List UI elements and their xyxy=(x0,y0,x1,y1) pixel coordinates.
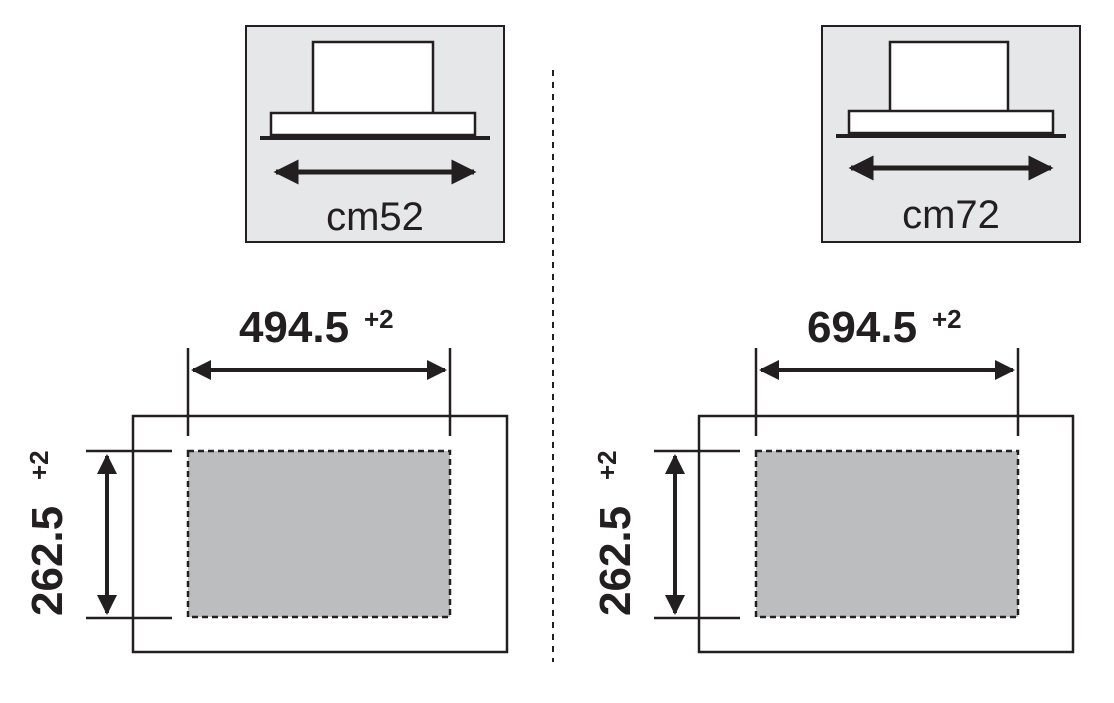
width-value: 694.5 xyxy=(807,303,917,352)
hood-icon-panel-left: cm52 xyxy=(245,25,505,243)
variant-right: cm72 694.5 +2 262.5 +2 xyxy=(591,25,1081,654)
model-label: cm52 xyxy=(326,195,424,239)
width-tolerance: +2 xyxy=(932,304,962,334)
cutout-drawing-right: 694.5 +2 262.5 +2 xyxy=(591,303,1075,654)
height-tolerance: +2 xyxy=(24,450,54,480)
width-dimension-label: 494.5 xyxy=(239,303,349,352)
range-hood-icon xyxy=(260,40,490,140)
width-dimension-label: 694.5 xyxy=(807,303,917,352)
width-value: 494.5 xyxy=(239,303,349,352)
variant-left: cm52 494.5 +2 262.5 +2 xyxy=(23,25,509,654)
width-tolerance: +2 xyxy=(364,304,394,334)
cutout-area xyxy=(186,449,452,619)
cutout-area xyxy=(754,449,1020,619)
cutout-drawing-left: 494.5 +2 262.5 +2 xyxy=(23,303,509,654)
height-value: 262.5 xyxy=(23,506,72,616)
hood-icon-panel-right: cm72 xyxy=(821,25,1081,243)
model-label: cm72 xyxy=(902,193,1000,237)
range-hood-icon xyxy=(836,40,1066,138)
height-value: 262.5 xyxy=(591,506,640,616)
height-tolerance: +2 xyxy=(592,450,622,480)
